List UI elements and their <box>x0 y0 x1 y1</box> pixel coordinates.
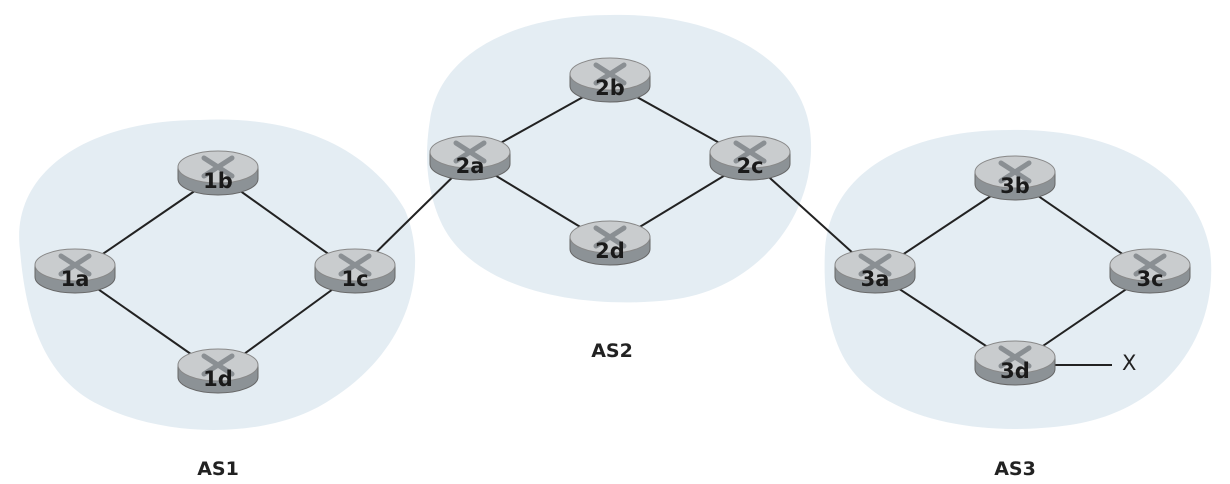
router-label: 1c <box>341 267 368 291</box>
router-1d: 1d <box>177 348 259 394</box>
router-cross-icon <box>453 140 487 164</box>
router-2b: 2b <box>569 57 651 103</box>
router-cross-icon <box>58 253 92 277</box>
router-1c: 1c <box>314 248 396 294</box>
router-2a: 2a <box>429 135 511 181</box>
router-cross-icon <box>858 253 892 277</box>
router-label: 3d <box>1000 359 1030 383</box>
router-cross-icon <box>593 225 627 249</box>
router-cross-icon <box>593 62 627 86</box>
destination-x-label: X <box>1122 351 1136 375</box>
router-cross-icon <box>998 345 1032 369</box>
router-label: 1d <box>203 367 233 391</box>
router-cross-icon <box>201 353 235 377</box>
as3-region <box>824 129 1212 429</box>
router-2d: 2d <box>569 220 651 266</box>
as2-region <box>427 14 812 303</box>
router-3b: 3b <box>974 155 1056 201</box>
as2-label: AS2 <box>591 340 633 362</box>
router-cross-icon <box>338 253 372 277</box>
as1-region <box>19 119 416 430</box>
router-cross-icon <box>201 155 235 179</box>
router-2c: 2c <box>709 135 791 181</box>
router-label: 2b <box>595 76 625 100</box>
router-label: 1b <box>203 169 233 193</box>
router-label: 3a <box>861 267 890 291</box>
router-3d: 3d <box>974 340 1056 386</box>
router-cross-icon <box>998 160 1032 184</box>
router-1b: 1b <box>177 150 259 196</box>
router-label: 2d <box>595 239 625 263</box>
router-1a: 1a <box>34 248 116 294</box>
router-3c: 3c <box>1109 248 1191 294</box>
router-label: 2a <box>456 154 485 178</box>
router-label: 1a <box>61 267 90 291</box>
router-cross-icon <box>1133 253 1167 277</box>
router-label: 2c <box>736 154 763 178</box>
router-3a: 3a <box>834 248 916 294</box>
router-label: 3b <box>1000 174 1030 198</box>
as1-label: AS1 <box>197 458 239 480</box>
router-label: 3c <box>1136 267 1163 291</box>
router-cross-icon <box>733 140 767 164</box>
as3-label: AS3 <box>994 458 1036 480</box>
